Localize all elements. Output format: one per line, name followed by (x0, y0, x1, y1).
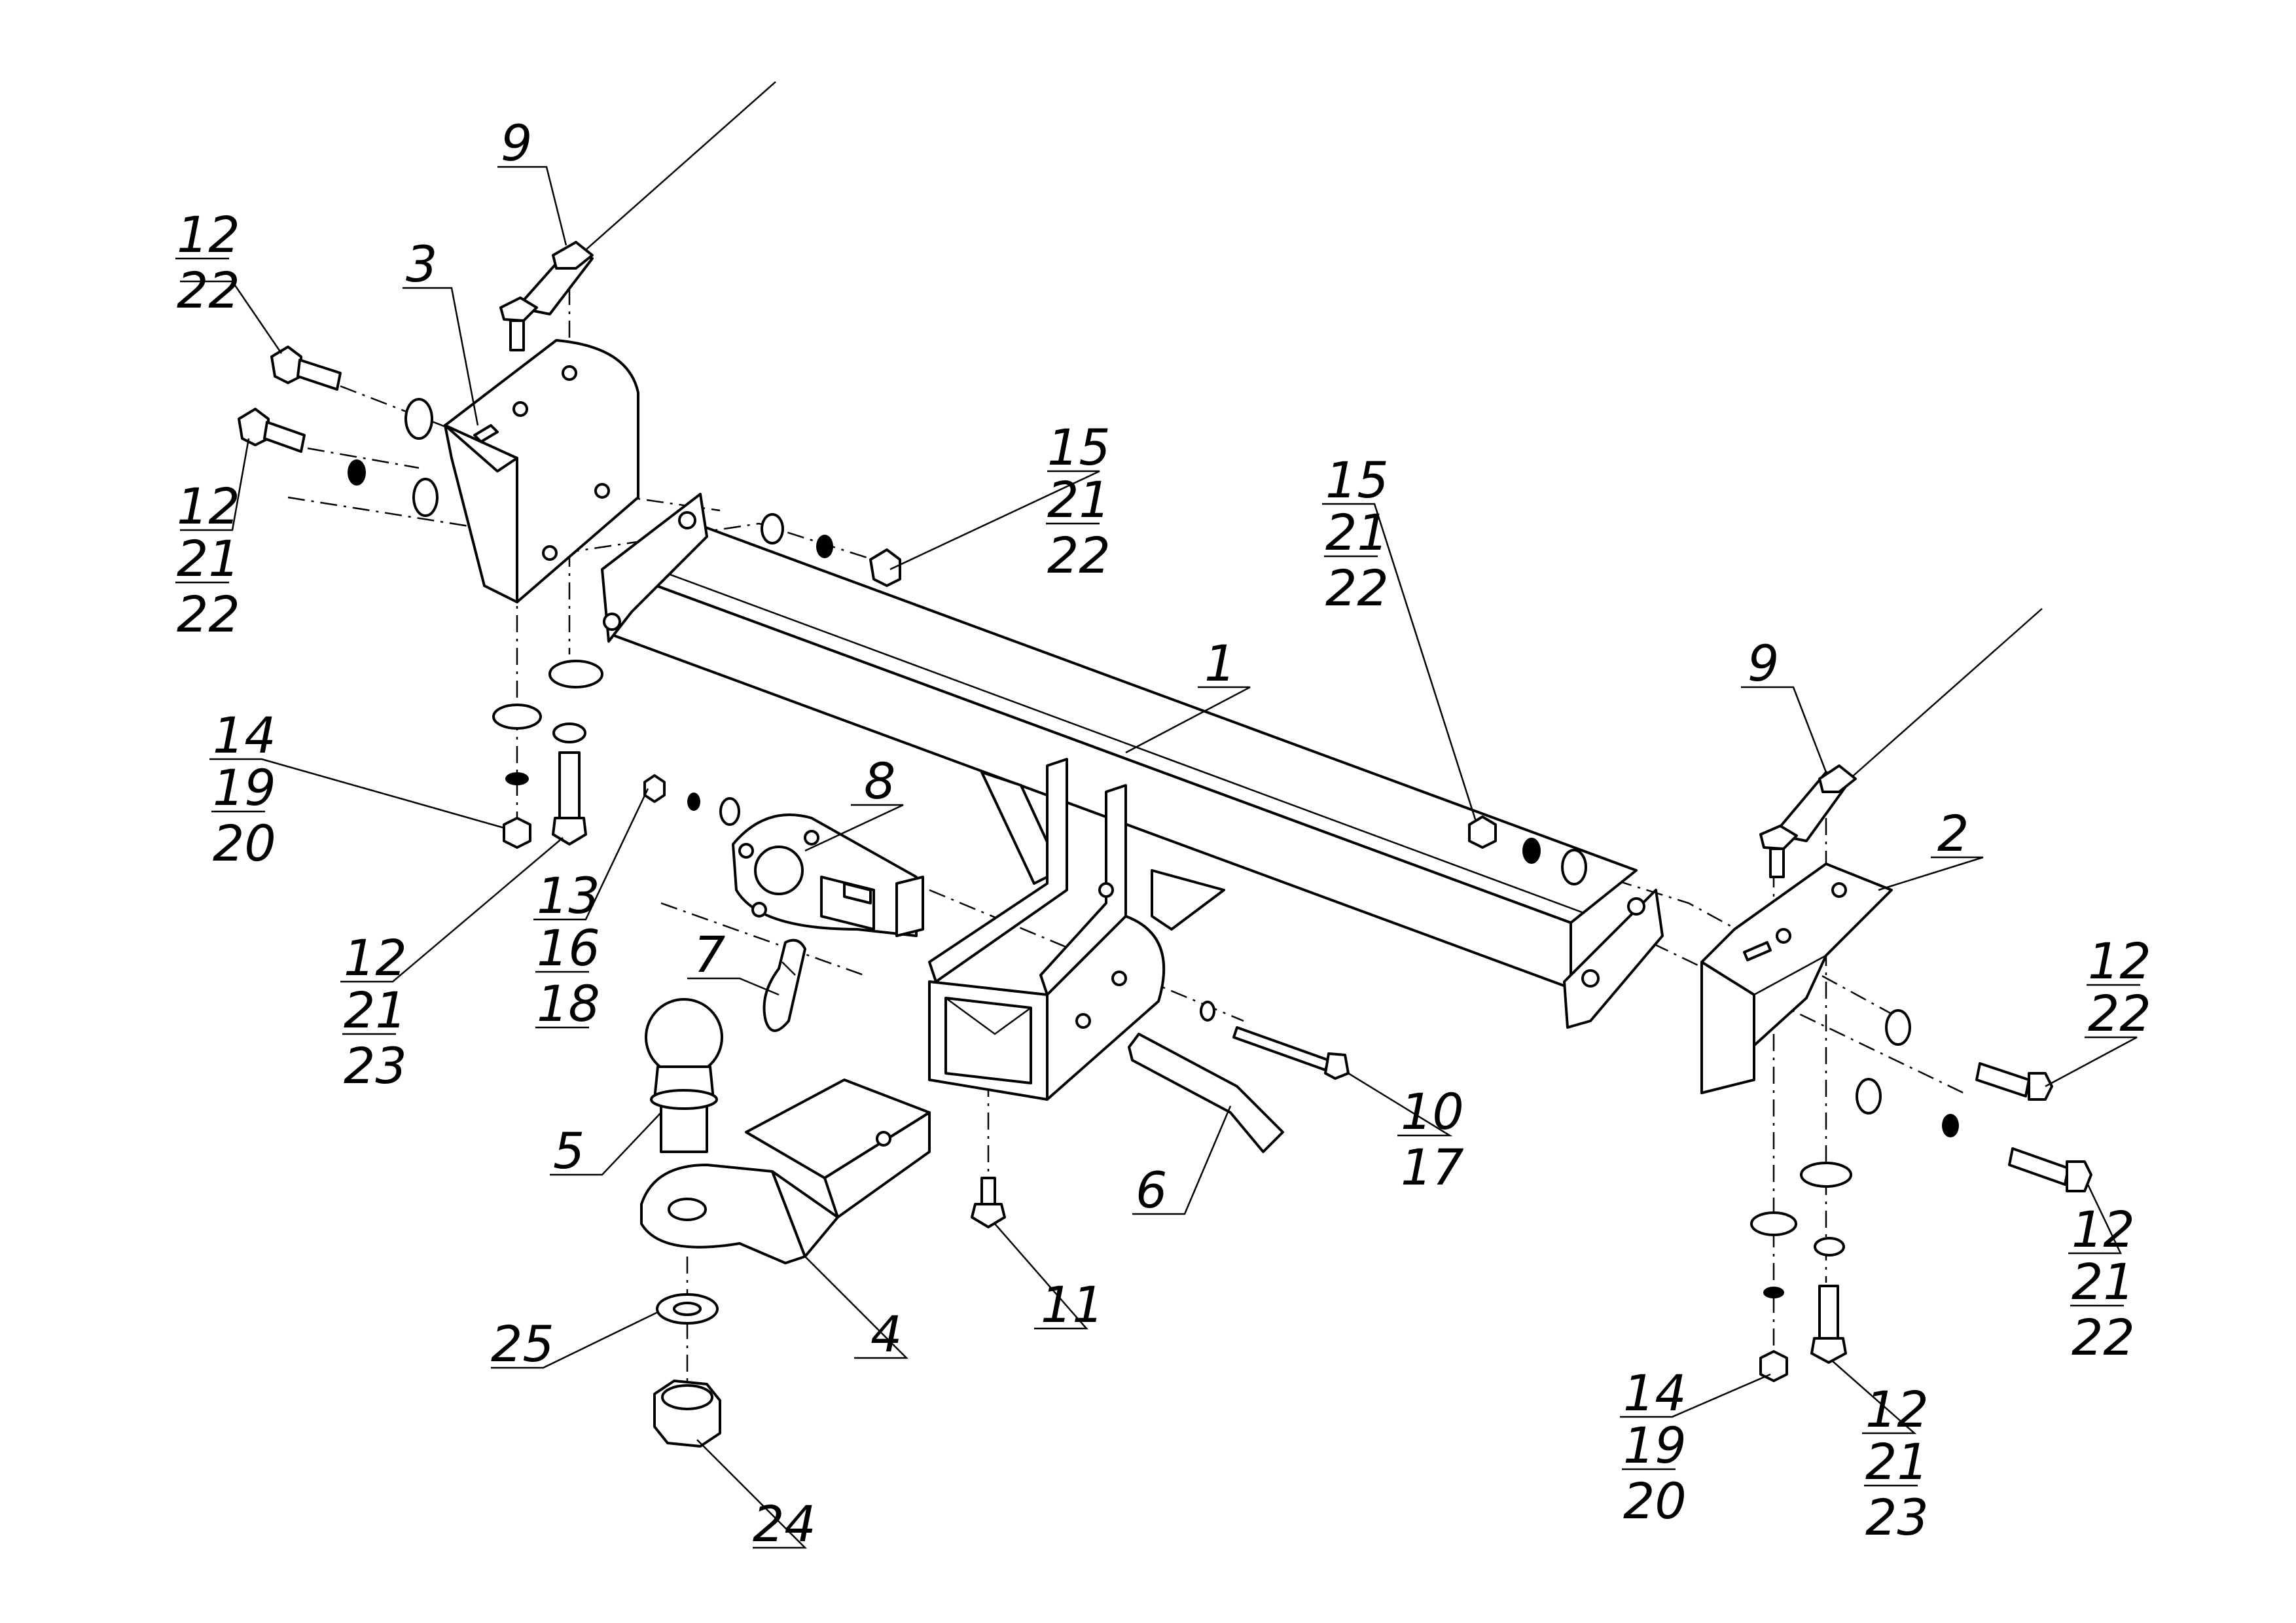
left-bolt-upper (270, 346, 342, 391)
label-13-16-18: 13 16 18 (535, 866, 600, 1033)
svg-text:22: 22 (1047, 526, 1111, 584)
right-nut-washers-beam (1468, 815, 1587, 885)
svg-text:22: 22 (2072, 1308, 2135, 1366)
svg-text:21: 21 (1865, 1433, 1929, 1491)
label-1: 1 (1204, 634, 1236, 692)
svg-text:7: 7 (694, 925, 725, 984)
svg-text:12: 12 (2072, 1200, 2135, 1258)
svg-text:12: 12 (177, 205, 240, 264)
svg-text:22: 22 (2088, 984, 2151, 1043)
svg-text:20: 20 (1623, 1472, 1687, 1530)
svg-text:15: 15 (1047, 418, 1111, 476)
svg-text:23: 23 (344, 1037, 407, 1095)
label-9-right: 9 (1748, 634, 1779, 692)
label-9-left: 9 (501, 114, 532, 172)
svg-text:12: 12 (344, 929, 407, 987)
label-5: 5 (553, 1122, 584, 1180)
safety-cable-left (499, 81, 776, 351)
label-10-17: 10 17 (1401, 1082, 1464, 1196)
ball-mount (640, 1079, 931, 1264)
svg-text:21: 21 (1047, 471, 1111, 529)
svg-text:5: 5 (553, 1122, 584, 1180)
receiver-housing (928, 758, 1166, 1101)
svg-text:12: 12 (2088, 932, 2151, 990)
label-12-21-23-right: 12 21 23 (1864, 1380, 1929, 1546)
svg-text:10: 10 (1401, 1082, 1464, 1141)
label-11: 11 (1041, 1275, 1104, 1334)
hitch-pin (1128, 1033, 1284, 1153)
svg-text:19: 19 (1623, 1416, 1687, 1474)
safety-cable-right (1759, 608, 2043, 878)
svg-text:23: 23 (1865, 1488, 1929, 1546)
label-6: 6 (1136, 1161, 1167, 1219)
svg-text:21: 21 (1325, 503, 1389, 562)
label-2: 2 (1937, 804, 1969, 863)
svg-text:21: 21 (344, 981, 407, 1039)
svg-text:4: 4 (870, 1305, 902, 1363)
label-8: 8 (864, 752, 895, 810)
svg-text:14: 14 (213, 706, 276, 764)
right-bolt-upper (1885, 1009, 2053, 1101)
svg-text:22: 22 (177, 585, 240, 643)
r-clip (762, 938, 806, 1032)
left-bolt-lower (238, 408, 306, 453)
leader-lines (180, 166, 2138, 1549)
svg-text:22: 22 (1325, 559, 1389, 617)
svg-text:15: 15 (1325, 451, 1389, 509)
left-washers (348, 398, 833, 826)
right-bolt-lower (1856, 1078, 2092, 1192)
label-4: 4 (870, 1305, 902, 1363)
long-bolt (1200, 1001, 1350, 1080)
label-14-19-20-right: 14 19 20 (1622, 1364, 1687, 1530)
svg-text:9: 9 (501, 114, 532, 172)
svg-text:3: 3 (406, 235, 437, 293)
svg-text:8: 8 (864, 752, 895, 810)
svg-text:17: 17 (1401, 1138, 1464, 1196)
label-15-21-22-right: 15 21 22 (1324, 451, 1389, 617)
label-14-19-20-left: 14 19 20 (211, 706, 276, 872)
label-15-21-22-left: 15 21 22 (1046, 418, 1111, 584)
left-nuts (503, 548, 901, 849)
svg-text:6: 6 (1136, 1161, 1167, 1219)
label-12-22-left-upper: 12 22 (175, 205, 240, 319)
ball-nut (653, 1380, 721, 1448)
svg-text:25: 25 (491, 1315, 554, 1373)
label-12-22-right: 12 22 (2087, 932, 2151, 1043)
svg-text:1: 1 (1204, 634, 1236, 692)
svg-text:2: 2 (1937, 804, 1969, 863)
right-washers-vertical (1750, 1162, 1852, 1382)
small-bolt (971, 1177, 1006, 1228)
ball-washer (656, 1293, 719, 1325)
svg-text:21: 21 (2072, 1253, 2135, 1311)
label-3: 3 (406, 235, 437, 293)
svg-text:9: 9 (1748, 634, 1779, 692)
svg-text:13: 13 (537, 866, 600, 925)
svg-text:16: 16 (537, 919, 600, 977)
svg-text:12: 12 (1865, 1380, 1929, 1438)
left-vertical-bolt (552, 751, 587, 846)
label-12-21-22-left-lower: 12 21 22 (175, 477, 240, 643)
label-12-21-23-left: 12 21 23 (342, 929, 407, 1095)
label-12-21-22-right: 12 21 22 (2070, 1200, 2135, 1366)
label-25: 25 (491, 1315, 554, 1373)
svg-text:11: 11 (1041, 1275, 1104, 1334)
label-7: 7 (694, 925, 725, 984)
right-bracket (1700, 863, 1893, 1094)
main-crossbeam (601, 493, 1664, 1029)
svg-text:24: 24 (753, 1495, 816, 1553)
svg-text:22: 22 (177, 261, 240, 319)
svg-text:18: 18 (537, 974, 600, 1033)
left-bracket (444, 339, 639, 603)
svg-text:12: 12 (177, 477, 240, 535)
svg-text:14: 14 (1623, 1364, 1687, 1422)
svg-text:21: 21 (177, 529, 240, 588)
socket-plate (732, 813, 924, 937)
svg-text:20: 20 (213, 814, 276, 872)
label-24: 24 (753, 1495, 816, 1553)
tow-ball (645, 998, 723, 1153)
callout-labels: 9 3 12 22 12 21 22 15 21 22 15 21 22 (175, 114, 2151, 1553)
svg-text:19: 19 (213, 758, 276, 817)
